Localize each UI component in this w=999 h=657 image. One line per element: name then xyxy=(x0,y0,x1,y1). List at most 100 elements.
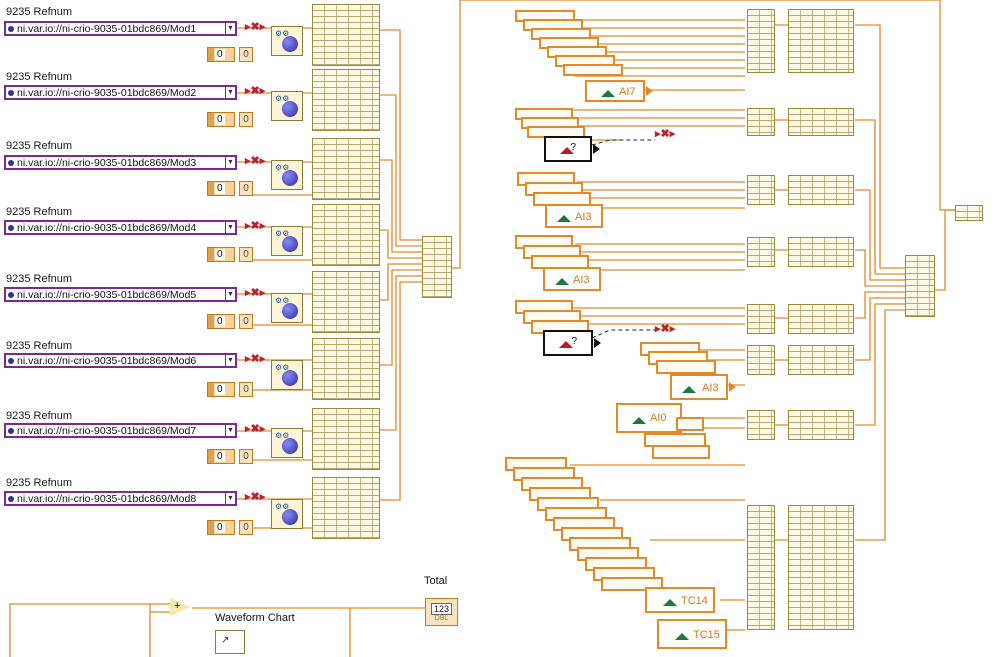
waveform-card-front[interactable]: AI3 xyxy=(545,204,603,228)
increment-arrow-icon[interactable] xyxy=(208,182,214,195)
cluster-col1-row8[interactable] xyxy=(747,505,775,630)
output-terminal-icon xyxy=(646,86,653,96)
increment-arrow-icon[interactable] xyxy=(208,450,214,463)
increment-arrow-icon[interactable] xyxy=(208,383,214,396)
refnum-control[interactable]: ni.var.io://ni-crio-9035-01bdc869/Mod3 ▼ xyxy=(4,155,237,170)
select-node[interactable]: ? xyxy=(544,136,592,162)
indicator-value: 0 xyxy=(243,316,249,327)
daqmx-property-vi[interactable]: ⚙⚙ xyxy=(271,160,303,190)
numeric-control[interactable]: 0 xyxy=(207,181,235,196)
unbundle-cluster[interactable] xyxy=(312,477,380,539)
module-row-5: 9235 Refnum ni.var.io://ni-crio-9035-01b… xyxy=(0,271,390,333)
unbundle-cluster[interactable] xyxy=(312,271,380,333)
refnum-control[interactable]: ni.var.io://ni-crio-9035-01bdc869/Mod2 ▼ xyxy=(4,85,237,100)
numeric-control[interactable]: 0 xyxy=(207,112,235,127)
dropdown-arrow-icon[interactable]: ▼ xyxy=(225,289,235,300)
numeric-value: 0 xyxy=(215,384,225,395)
dropdown-arrow-icon[interactable]: ▼ xyxy=(225,222,235,233)
cluster-col2-row3[interactable] xyxy=(788,175,854,205)
waveform-card-front[interactable]: AI3 xyxy=(670,374,728,400)
bundle-node-right[interactable] xyxy=(905,255,935,317)
refnum-control[interactable]: ni.var.io://ni-crio-9035-01bdc869/Mod6 ▼ xyxy=(4,353,237,368)
waveform-card-front[interactable]: TC14 xyxy=(645,587,715,613)
dropdown-arrow-icon[interactable]: ▼ xyxy=(225,87,235,98)
dropdown-arrow-icon[interactable]: ▼ xyxy=(225,23,235,34)
refnum-control[interactable]: ni.var.io://ni-crio-9035-01bdc869/Mod1 ▼ xyxy=(4,21,237,36)
unbundle-cluster[interactable] xyxy=(312,138,380,200)
cluster-col2-row8[interactable] xyxy=(788,505,854,630)
daqmx-property-vi[interactable]: ⚙⚙ xyxy=(271,91,303,121)
numeric-indicator: 0 xyxy=(239,112,253,127)
increment-arrow-icon[interactable] xyxy=(208,48,214,61)
refnum-control[interactable]: ni.var.io://ni-crio-9035-01bdc869/Mod8 ▼ xyxy=(4,491,237,506)
unbundle-cluster[interactable] xyxy=(312,4,380,66)
refnum-control[interactable]: ni.var.io://ni-crio-9035-01bdc869/Mod5 ▼ xyxy=(4,287,237,302)
waveform-card-front[interactable]: TC15 xyxy=(657,619,727,649)
vi-glyph-icon: ⚙⚙ xyxy=(275,163,290,172)
waveform-icon xyxy=(632,417,646,424)
refnum-icon xyxy=(8,25,14,32)
increment-arrow-icon[interactable] xyxy=(208,248,214,261)
refnum-control[interactable]: ni.var.io://ni-crio-9035-01bdc869/Mod4 ▼ xyxy=(4,220,237,235)
refnum-label: 9235 Refnum xyxy=(6,410,73,422)
numeric-control[interactable]: 0 xyxy=(207,314,235,329)
dropdown-arrow-icon[interactable]: ▼ xyxy=(225,493,235,504)
bundle-node-central[interactable] xyxy=(422,236,452,298)
daqmx-property-vi[interactable]: ⚙⚙ xyxy=(271,226,303,256)
cluster-col2-row7[interactable] xyxy=(788,410,854,440)
cluster-col1-row2[interactable] xyxy=(747,108,775,136)
dropdown-arrow-icon[interactable]: ▼ xyxy=(225,355,235,366)
select-node[interactable]: ? xyxy=(543,330,593,356)
cluster-col2-row6[interactable] xyxy=(788,345,854,375)
cluster-col1-row1[interactable] xyxy=(747,9,775,73)
dropdown-arrow-icon[interactable]: ▼ xyxy=(225,425,235,436)
cluster-col1-row7[interactable] xyxy=(747,410,775,440)
cluster-col2-row2[interactable] xyxy=(788,108,854,136)
waveform-chart-terminal[interactable]: ↗ xyxy=(215,630,245,654)
cluster-col1-row5[interactable] xyxy=(747,304,775,334)
refnum-value: ni.var.io://ni-crio-9035-01bdc869/Mod5 xyxy=(17,288,197,301)
cluster-col1-row6[interactable] xyxy=(747,345,775,375)
daqmx-property-vi[interactable]: ⚙⚙ xyxy=(271,428,303,458)
increment-arrow-icon[interactable] xyxy=(208,315,214,328)
unbundle-cluster[interactable] xyxy=(312,69,380,131)
daqmx-property-vi[interactable]: ⚙⚙ xyxy=(271,293,303,323)
increment-arrow-icon[interactable] xyxy=(208,521,214,534)
waveform-card-front[interactable]: AI7 xyxy=(585,80,645,102)
waveform-card[interactable] xyxy=(563,64,623,76)
cluster-col2-row4[interactable] xyxy=(788,237,854,267)
bundle-node-output[interactable] xyxy=(955,205,983,221)
refnum-value: ni.var.io://ni-crio-9035-01bdc869/Mod8 xyxy=(17,492,197,505)
numeric-control[interactable]: 0 xyxy=(207,520,235,535)
daqmx-property-vi[interactable]: ⚙⚙ xyxy=(271,499,303,529)
cluster-col1-row4[interactable] xyxy=(747,237,775,267)
error-x-icon: ▸✖▸ xyxy=(245,353,266,365)
daqmx-property-vi[interactable]: ⚙⚙ xyxy=(271,360,303,390)
chart-graph-icon: ↗ xyxy=(221,635,230,646)
cluster-col2-row5[interactable] xyxy=(788,304,854,334)
numeric-control[interactable]: 0 xyxy=(207,382,235,397)
refnum-control[interactable]: ni.var.io://ni-crio-9035-01bdc869/Mod7 ▼ xyxy=(4,423,237,438)
unbundle-cluster[interactable] xyxy=(312,408,380,470)
add-node[interactable]: + xyxy=(170,598,192,618)
numeric-control[interactable]: 0 xyxy=(207,47,235,62)
error-x-icon: ▸✖▸ xyxy=(245,423,266,435)
unbundle-cluster[interactable] xyxy=(312,338,380,400)
waveform-card[interactable] xyxy=(652,445,710,459)
total-indicator[interactable]: 123 DBL xyxy=(425,598,458,626)
numeric-control[interactable]: 0 xyxy=(207,247,235,262)
dropdown-arrow-icon[interactable]: ▼ xyxy=(225,157,235,168)
numeric-control[interactable]: 0 xyxy=(207,449,235,464)
waveform-card-front[interactable]: AI0 xyxy=(616,403,682,433)
cluster-col2-row1[interactable] xyxy=(788,9,854,73)
cluster-col1-row3[interactable] xyxy=(747,175,775,205)
unbundle-cluster[interactable] xyxy=(312,204,380,266)
waveform-card[interactable] xyxy=(676,417,704,431)
error-x-icon: ▸✖▸ xyxy=(245,491,266,503)
waveform-card[interactable] xyxy=(656,360,716,374)
error-x-icon: ▸✖▸ xyxy=(245,85,266,97)
waveform-card-front[interactable]: AI3 xyxy=(543,267,601,291)
increment-arrow-icon[interactable] xyxy=(208,113,214,126)
daqmx-property-vi[interactable]: ⚙⚙ xyxy=(271,26,303,56)
